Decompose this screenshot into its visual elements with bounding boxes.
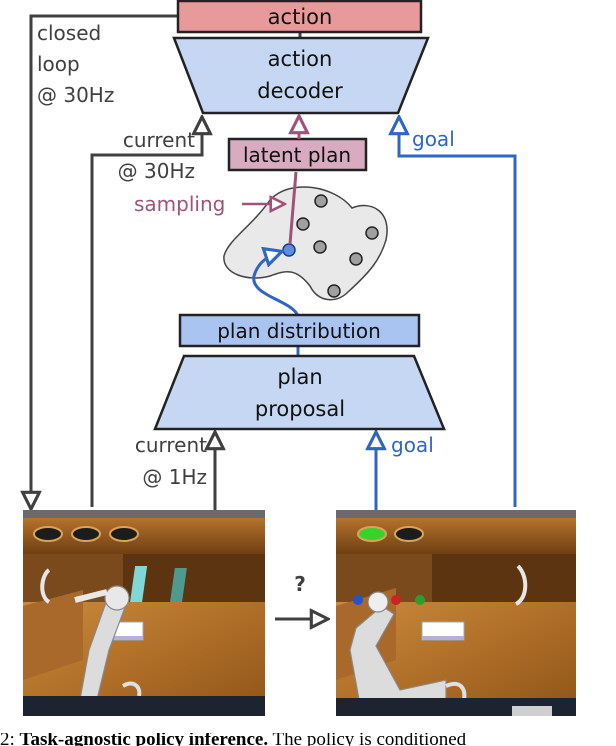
current-top-label-line1: current: [123, 128, 195, 152]
goal-top-arrow: [399, 119, 517, 507]
sampling-label: sampling: [134, 192, 225, 216]
distribution-to-point-curve: [252, 252, 300, 317]
caption-bold: Task-agnostic policy inference.: [19, 733, 269, 746]
current-bottom-label-line2: @ 1Hz: [142, 465, 207, 489]
latent-sample-point: [296, 217, 310, 231]
latent-space-blob: [223, 186, 388, 301]
closed-loop-arrow: [31, 14, 178, 507]
latent-sample-point: [313, 240, 327, 254]
latent-sample-point: [314, 194, 328, 208]
transition-question-label: ?: [294, 572, 306, 596]
caption-prefix: 2:: [0, 733, 20, 746]
goal-bottom-label: goal: [391, 433, 434, 457]
decoder-label-line1: action: [268, 47, 333, 71]
current-scene-image: [23, 510, 265, 716]
caption-rest: The policy is conditioned: [268, 733, 467, 746]
point-to-latent-line: [288, 171, 298, 245]
latent-sample-point: [349, 252, 363, 266]
latent-plan-label: latent plan: [243, 143, 351, 167]
latent-sample-point: [365, 226, 379, 240]
current-30hz-arrow: [90, 119, 202, 507]
latent-plan-box: latent plan: [227, 137, 368, 172]
plan-proposal-block: plan proposal: [153, 354, 446, 431]
action-box-label: action: [268, 5, 333, 29]
plan-distribution-box: plan distribution: [178, 313, 421, 348]
latent-selected-point: [282, 243, 296, 257]
closed-loop-label-line1: closed: [37, 21, 101, 45]
latent-sample-point: [327, 284, 341, 298]
action-box: action: [176, 0, 423, 34]
current-top-label-line2: @ 30Hz: [118, 159, 195, 183]
plan-distribution-label: plan distribution: [217, 319, 381, 343]
closed-loop-label-line3: @ 30Hz: [37, 83, 114, 107]
goal-scene-image: [336, 510, 576, 716]
proposal-label-line2: proposal: [255, 397, 345, 421]
figure-caption: 2: Task-agnostic policy inference. The p…: [0, 733, 616, 746]
current-bottom-label-line1: current: [135, 433, 207, 457]
decoder-label-line2: decoder: [257, 79, 343, 103]
closed-loop-label-line2: loop: [37, 52, 80, 76]
goal-top-label: goal: [412, 127, 455, 151]
proposal-label-line1: plan: [277, 365, 322, 389]
action-decoder-block: action decoder: [172, 36, 430, 115]
